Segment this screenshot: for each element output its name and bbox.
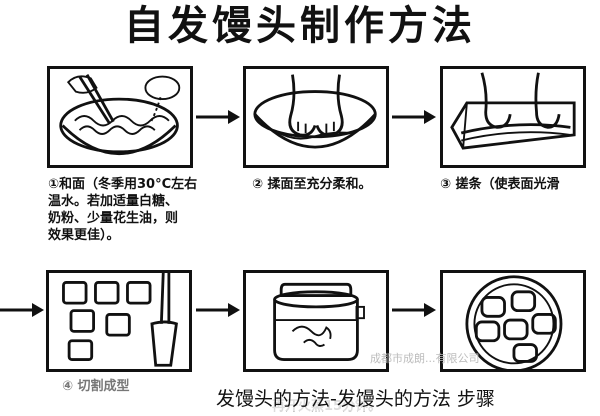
arrow-right-icon bbox=[196, 110, 240, 124]
overlay-caption: 发馒头的方法-发馒头的方法 步骤 bbox=[214, 384, 497, 411]
step-2-panel bbox=[243, 66, 389, 168]
step-4-panel bbox=[46, 270, 192, 372]
arrow-right-icon bbox=[196, 303, 240, 317]
step-3-caption: ③ 搓条（使表面光滑 bbox=[440, 177, 560, 192]
arrow-right-icon bbox=[392, 110, 436, 124]
steamer-buns-icon bbox=[465, 275, 563, 369]
rolling-hands-icon bbox=[450, 72, 576, 150]
knife-cut-dough-icon bbox=[62, 273, 178, 367]
step-1-panel bbox=[47, 66, 193, 168]
step-6-panel bbox=[440, 270, 586, 372]
mixing-bowl-chopsticks-icon bbox=[59, 73, 181, 155]
step-1-caption: ①和面（冬季用30°C左右 温水。若加适量白糖、 奶粉、少量花生油，则 效果更佳… bbox=[48, 177, 198, 243]
arrow-right-icon bbox=[392, 303, 436, 317]
step-5-panel bbox=[243, 270, 389, 372]
step-2-caption: ② 揉面至充分柔和。 bbox=[252, 177, 372, 192]
arrow-right-icon bbox=[0, 303, 44, 317]
rice-cooker-icon bbox=[273, 282, 365, 361]
step-4-caption: ④ 切割成型 bbox=[62, 379, 130, 394]
page-title: 自发馒头制作方法 bbox=[124, 3, 476, 49]
watermark-text: 成都市成朗...有限公司 bbox=[370, 352, 480, 365]
step-3-panel bbox=[440, 66, 586, 168]
kneading-hands-icon bbox=[253, 74, 377, 149]
